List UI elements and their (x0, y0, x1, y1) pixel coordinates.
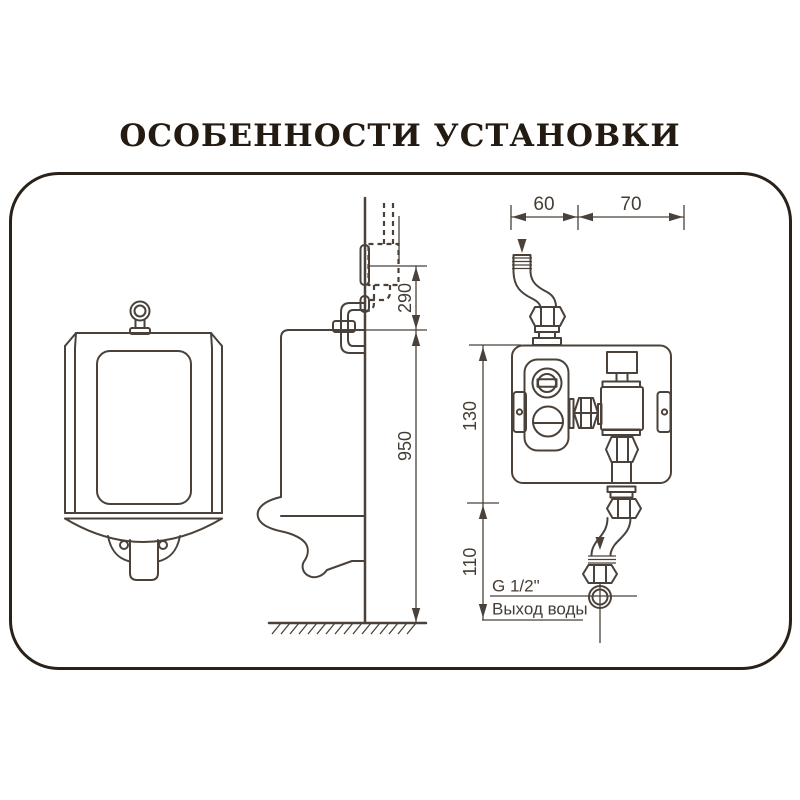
urinal-bowl-front (64, 517, 223, 543)
solenoid-coil-top (606, 351, 638, 374)
solenoid-hex-nut (605, 436, 639, 463)
inlet-hex-nut (529, 306, 566, 327)
solenoid-body (600, 386, 644, 431)
solenoid-valve (568, 351, 644, 484)
mounting-tab-left (512, 391, 527, 433)
left-dimensions: 130 110 (460, 344, 521, 620)
side-view-dimensions: 290 950 (333, 216, 427, 623)
outlet-flow-arrow (595, 537, 605, 550)
outlet-thread-label: G 1/2" (492, 577, 540, 596)
flush-pipe-elbow (332, 302, 366, 354)
outlet-hex-nut-lower (582, 564, 618, 584)
urinal-front-view (64, 300, 223, 581)
urinal-body-side (256, 329, 366, 579)
flush-valve-unit (523, 358, 570, 452)
valve-mounting-box (511, 344, 672, 484)
water-inlet-pipe (512, 239, 566, 346)
wall-bracket-lower (359, 295, 370, 313)
mounting-hole-left (515, 408, 524, 416)
dimension-70: 70 (620, 194, 641, 215)
outlet-hex-nut-upper (606, 498, 642, 519)
dimension-290: 290 (395, 283, 415, 313)
inlet-flow-arrow (517, 239, 527, 253)
top-dimensions: 60 70 (510, 194, 685, 230)
page-title: ОСОБЕННОСТИ УСТАНОВКИ (119, 118, 681, 154)
sensor-valve-top (129, 300, 151, 335)
outlet-text-label: Выход воды (492, 600, 588, 619)
urinal-front-panel (96, 350, 192, 505)
mounting-tab-right (656, 391, 672, 433)
dimension-110: 110 (460, 548, 480, 577)
floor-hatching (267, 621, 428, 635)
dimension-130: 130 (460, 401, 480, 431)
urinal-body-front (64, 332, 223, 520)
inlet-spud (332, 320, 356, 333)
adjustment-screw-bottom (532, 405, 564, 438)
urinal-drain-trap (107, 535, 181, 581)
adjustment-screw-top (531, 367, 563, 399)
concealed-pipe-dashed (365, 203, 400, 313)
water-outlet-pipe: G 1/2" Выход воды (482, 485, 642, 643)
urinal-side-view: 290 950 (256, 196, 428, 635)
dimension-60: 60 (533, 194, 554, 215)
diagram-panel-border (9, 172, 792, 670)
mounting-hole-right (660, 408, 669, 416)
valve-detail-view: 60 70 (460, 194, 685, 643)
dimension-950: 950 (395, 431, 415, 461)
